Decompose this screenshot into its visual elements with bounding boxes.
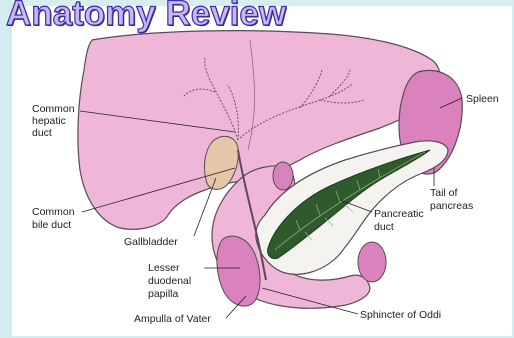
- label-sphincter-of-oddi: Sphincter of Oddi: [360, 309, 441, 321]
- label-common-hepatic-duct: Common hepatic duct: [32, 103, 78, 139]
- label-common-bile-duct: Common bile duct: [32, 206, 78, 231]
- label-spleen: Spleen: [466, 93, 499, 105]
- label-gallbladder: Gallbladder: [124, 236, 178, 248]
- label-lesser-duodenal-papilla: Lesser duodenal papilla: [148, 262, 194, 300]
- label-ampulla-of-vater: Ampulla of Vater: [134, 313, 211, 325]
- label-pancreatic-duct: Pancreatic duct: [374, 208, 427, 233]
- label-tail-of-pancreas: Tail of pancreas: [430, 187, 473, 212]
